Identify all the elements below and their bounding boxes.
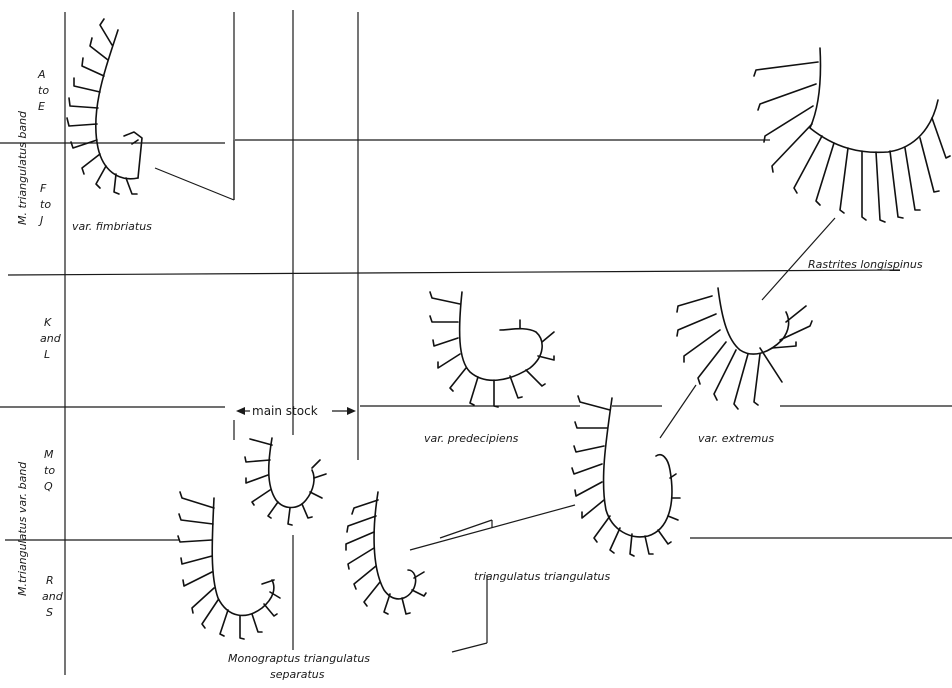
main-stock-arrowhead-left: [236, 407, 245, 415]
zone-r-s-3: S: [46, 606, 53, 619]
fossil-separatus-middle: [346, 492, 426, 614]
fossil-rastrites: [754, 48, 950, 222]
band-labels: M. triangulatus band M.triangulatus var.…: [16, 110, 29, 596]
zone-f-j: F to J: [38, 182, 55, 227]
zone-k-l-1: K: [44, 316, 52, 329]
label-predecipiens: var. predecipiens: [424, 432, 519, 445]
boundary-j-k: [8, 270, 900, 275]
zone-k-l-3: L: [44, 348, 50, 361]
label-triangulatus: triangulatus triangulatus: [474, 570, 611, 583]
fossil-fimbriatus: [67, 19, 142, 194]
band-label-lower: M.triangulatus var. band: [16, 461, 29, 596]
main-stock-arrows: main stock: [236, 404, 356, 418]
zone-f-j-3: J: [38, 214, 43, 227]
label-fimbriatus: var. fimbriatus: [72, 220, 152, 233]
zone-m-q: M to Q: [44, 448, 59, 493]
connectors: [155, 140, 835, 550]
band-label-upper: M. triangulatus band: [16, 110, 29, 225]
vertical-lines: [65, 10, 487, 675]
zone-r-s-1: R: [46, 574, 54, 587]
zone-k-l-2: and: [40, 332, 62, 345]
fossil-main-stock: [245, 438, 326, 525]
taxon-labels: var. fimbriatus Rastrites longispinus va…: [72, 220, 923, 681]
main-stock-label: main stock: [252, 404, 318, 418]
label-separatus-2: separatus: [270, 668, 325, 681]
triangulatus-foot: [452, 643, 487, 652]
zone-r-s: R and S: [42, 574, 66, 619]
zone-a-e: A to E: [37, 68, 53, 113]
zone-r-s-2: and: [42, 590, 64, 603]
label-rastrites: Rastrites longispinus: [808, 258, 923, 271]
fossil-separatus-left: [178, 492, 280, 639]
zone-k-l: K and L: [40, 316, 64, 361]
label-extremus: var. extremus: [698, 432, 774, 445]
zone-boundaries: [0, 140, 952, 540]
fimbriatus-connector-1: [155, 168, 234, 200]
fossil-extremus: [677, 288, 812, 409]
label-separatus-1: Monograptus triangulatus: [228, 652, 370, 665]
fossil-predecipiens: [430, 292, 554, 407]
fossil-triangulatus: [572, 396, 680, 556]
zone-f-j-2: to: [40, 198, 51, 211]
main-stock-arrowhead-right: [347, 407, 356, 415]
zone-a-e-1: A: [37, 68, 46, 81]
zone-m-q-1: M: [44, 448, 54, 461]
zone-letters: A to E F to J K and L M to Q R and S: [37, 68, 66, 619]
zone-m-q-3: Q: [44, 480, 53, 493]
zone-a-e-2: to: [38, 84, 49, 97]
zone-f-j-1: F: [40, 182, 47, 195]
extremus-connector: [660, 385, 696, 438]
zone-a-e-3: E: [38, 100, 45, 113]
zone-m-q-2: to: [44, 464, 55, 477]
